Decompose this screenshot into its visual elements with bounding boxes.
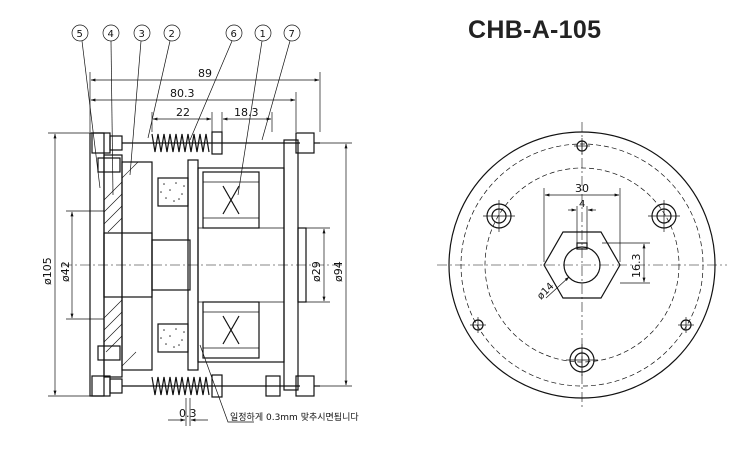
spring-top	[151, 133, 210, 153]
svg-text:3: 3	[139, 29, 145, 40]
balloon-7: 7	[261, 24, 301, 141]
hole-top-left	[483, 200, 515, 232]
svg-text:4: 4	[108, 29, 114, 40]
friction-pad-top	[157, 177, 189, 207]
flange-hatch-top	[103, 161, 139, 233]
dim-dia-105: ø105	[41, 257, 54, 285]
balloon-1: 1	[237, 24, 272, 196]
dim-80-3: 80.3	[170, 87, 195, 100]
dim-dia-14: ø14	[535, 281, 556, 302]
dim-22: 22	[176, 106, 190, 119]
dim-keyway-4: 4	[579, 199, 585, 210]
svg-text:6: 6	[231, 29, 237, 40]
keyway	[576, 242, 588, 250]
bore-step	[297, 227, 307, 303]
svg-text:2: 2	[169, 29, 175, 40]
balloon-5: 5	[71, 24, 101, 189]
svg-text:7: 7	[289, 29, 295, 40]
screw-hole-left	[470, 317, 486, 333]
part-balloons: 5 4 3 2 6 1 7	[71, 24, 301, 196]
svg-text:5: 5	[77, 29, 83, 40]
outer-circle	[448, 131, 716, 399]
balloon-4: 4	[102, 24, 120, 196]
spring-bottom	[151, 376, 210, 396]
bearing-bottom	[202, 301, 260, 359]
end-view: 30 4 16.3 ø14	[437, 122, 727, 408]
bolt-bottom	[91, 374, 320, 398]
pad-texture-bottom	[160, 328, 185, 348]
bore	[563, 246, 601, 284]
dim-dia-29: ø29	[310, 261, 323, 282]
dim-dia-42: ø42	[59, 261, 72, 282]
hub-body	[121, 161, 153, 371]
gap-note: 일정하게 0.3mm 맞추시면됩니다	[230, 411, 359, 423]
section-view	[62, 131, 345, 398]
shaft-boss	[151, 239, 191, 291]
dim-height-16-3: 16.3	[630, 254, 643, 279]
section-dimensions: 89 80.3 22 18.3 ø105 ø42 ø29 ø94	[41, 67, 359, 426]
dim-dia-94: ø94	[332, 261, 345, 282]
note-leader	[199, 344, 254, 423]
screw-bottom	[97, 345, 121, 361]
flange-hatch-bottom	[103, 299, 137, 367]
screw-hole-right	[678, 317, 694, 333]
dim-width-30: 30	[575, 182, 589, 195]
bearing-top	[202, 171, 260, 229]
balloon-2: 2	[147, 24, 181, 139]
screw-hole-top	[574, 138, 590, 154]
dim-18-3: 18.3	[234, 106, 259, 119]
dim-89: 89	[198, 67, 212, 80]
bolt-top	[91, 131, 320, 155]
friction-pad-bottom	[157, 323, 189, 353]
hole-top-right	[648, 200, 680, 232]
svg-text:1: 1	[260, 29, 266, 40]
screw-top	[97, 157, 121, 173]
balloon-6: 6	[189, 24, 243, 141]
pad-texture-top	[160, 182, 185, 202]
dim-gap: 0.3	[179, 407, 197, 420]
model-title: CHB-A-105	[468, 16, 602, 44]
hole-bottom	[566, 344, 598, 376]
hex-hub	[543, 231, 621, 299]
balloon-3: 3	[129, 24, 151, 176]
